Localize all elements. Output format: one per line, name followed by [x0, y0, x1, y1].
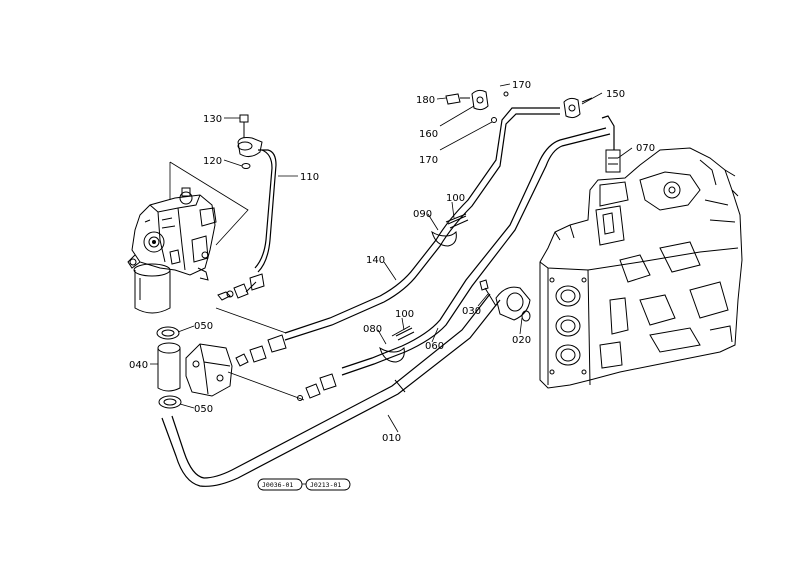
- reference-code-text: J0036-01: [262, 481, 293, 489]
- callout-160: 160: [419, 129, 438, 140]
- clamp-050-lower: [158, 395, 182, 409]
- callout-050-lower: 050: [194, 404, 213, 415]
- callout-110: 110: [300, 172, 319, 183]
- reference-code-text: J0213-01: [310, 481, 341, 489]
- reference-code-left: J0036-01: [257, 478, 303, 491]
- pipe-010: [161, 299, 501, 487]
- callout-150: 150: [606, 89, 625, 100]
- callout-170-upper: 170: [512, 80, 531, 91]
- callout-010: 010: [382, 433, 401, 444]
- callout-170-lower: 170: [419, 155, 438, 166]
- callout-040: 040: [129, 360, 148, 371]
- callout-180: 180: [416, 95, 435, 106]
- pipe-140: [284, 107, 560, 334]
- callout-080: 080: [363, 324, 382, 335]
- callout-020: 020: [512, 335, 531, 346]
- callout-100-lower: 100: [395, 309, 414, 320]
- clamp-050-upper: [156, 326, 180, 340]
- callout-100-upper: 100: [446, 193, 465, 204]
- callout-130: 130: [203, 114, 222, 125]
- callout-030: 030: [462, 306, 481, 317]
- callout-050-upper: 050: [194, 321, 213, 332]
- leader-lines: [150, 83, 633, 433]
- callout-090: 090: [413, 209, 432, 220]
- pump-frame-line: [169, 161, 249, 246]
- transmission-housing: [539, 147, 743, 389]
- valve-block: [185, 343, 233, 397]
- callout-140: 140: [366, 255, 385, 266]
- callout-070: 070: [636, 143, 655, 154]
- callout-060: 060: [425, 341, 444, 352]
- hydraulic-pump-assembly: [127, 187, 217, 314]
- pipe-110: [257, 149, 277, 273]
- reference-code-right: J0213-01: [305, 478, 351, 491]
- pipe-060: [341, 127, 607, 369]
- callout-120: 120: [203, 156, 222, 167]
